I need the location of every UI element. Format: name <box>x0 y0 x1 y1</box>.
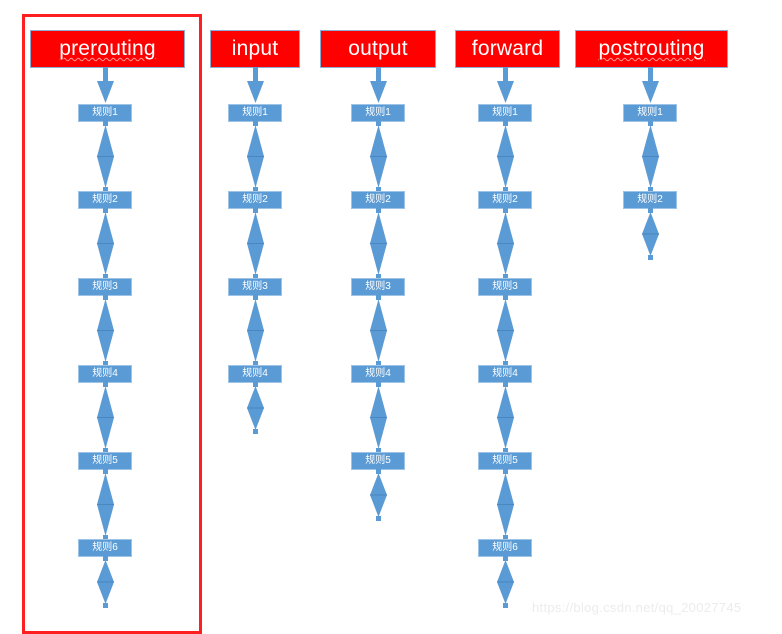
rule-flow-connector <box>641 121 659 192</box>
chain-header-forward[interactable]: forward <box>455 30 560 68</box>
rule-box[interactable]: 规则5 <box>478 452 532 470</box>
chain-header-label: output <box>348 37 408 60</box>
rule-box[interactable]: 规则1 <box>623 104 677 122</box>
chain-header-input[interactable]: input <box>210 30 300 68</box>
chain-header-label: input <box>231 37 279 60</box>
chain-header-prerouting[interactable]: prerouting <box>30 30 185 68</box>
chain-header-postrouting[interactable]: postrouting <box>575 30 728 68</box>
header-to-first-rule-arrow <box>641 67 659 103</box>
chain-header-output[interactable]: output <box>320 30 436 68</box>
rule-box[interactable]: 规则1 <box>478 104 532 122</box>
watermark: https://blog.csdn.net/qq_20027745 <box>532 600 742 615</box>
chain-terminator-arrow <box>641 208 659 260</box>
chain-header-label: forward <box>471 37 544 60</box>
rule-box[interactable]: 规则2 <box>623 191 677 209</box>
rule-box[interactable]: 规则1 <box>351 104 405 122</box>
chain-header-label: prerouting <box>59 37 156 60</box>
chain-header-label: postrouting <box>598 37 705 60</box>
